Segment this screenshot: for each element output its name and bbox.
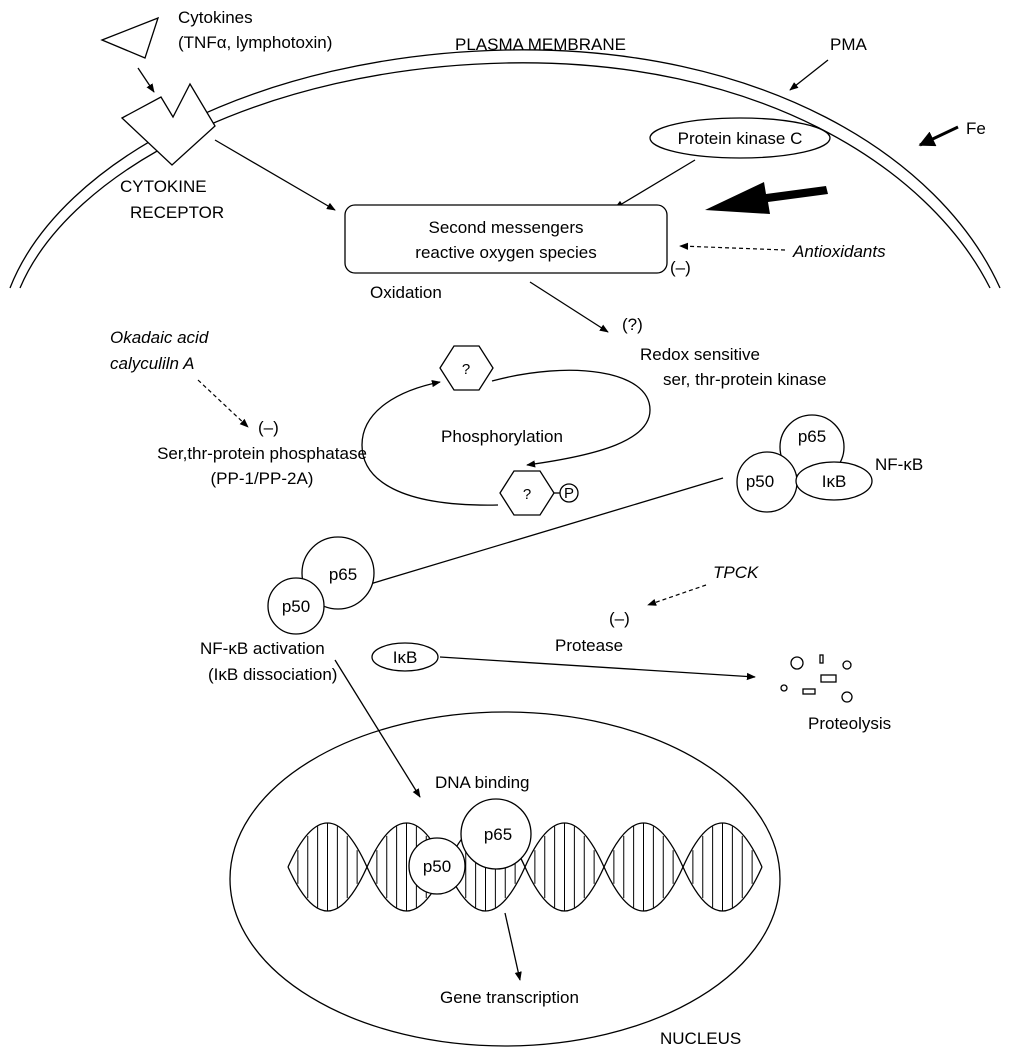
okadaic-inhibit-arrow <box>197 379 249 428</box>
p50-subunit-bound <box>408 837 466 895</box>
pma-label: PMA <box>830 35 868 54</box>
p50-active-label: p50 <box>282 597 310 616</box>
p50-subunit-active <box>267 577 325 635</box>
cytokine-to-receptor-arrow <box>137 67 155 93</box>
tpck-inhibit-arrow <box>647 584 707 606</box>
phosphorylation-label: Phosphorylation <box>441 427 563 446</box>
nucleus-label: NUCLEUS <box>660 1029 741 1048</box>
ikb-subunit <box>795 461 873 501</box>
free-ikb-label: IκB <box>393 648 418 667</box>
nucleus-envelope <box>229 711 781 1047</box>
plasma-membrane <box>9 49 1001 289</box>
cytokines-examples-label: (TNFα, lymphotoxin) <box>178 33 332 52</box>
nfkb-to-activation-arrow <box>349 477 724 592</box>
dephosphorylation-arrow <box>361 380 499 506</box>
p65-subunit-bound <box>460 798 532 870</box>
gene-transcription-label: Gene transcription <box>440 988 579 1007</box>
cytokines-label: Cytokines <box>178 8 253 27</box>
phosphorylated-substrate-mark: ? <box>523 486 531 503</box>
proteolysis-fragments <box>780 654 853 703</box>
cytokine-receptor-label-2: RECEPTOR <box>130 203 224 222</box>
second-messengers-label: Second messengers <box>429 218 584 237</box>
protein-kinase-c-ellipse <box>649 117 831 159</box>
protease-label: Protease <box>555 636 623 655</box>
free-ikb <box>371 642 439 672</box>
protease-inhibit-sign: (–) <box>609 609 630 628</box>
phosphatase-label: Ser,thr-protein phosphatase <box>157 444 367 463</box>
nuclear-translocation-arrow <box>334 659 421 798</box>
pkc-to-messengers-arrow <box>614 159 696 209</box>
phosphorylation-arrow <box>491 369 651 468</box>
phosphatase-isoforms-label: (PP-1/PP-2A) <box>211 469 314 488</box>
oxidation-label: Oxidation <box>370 283 442 302</box>
antioxidants-label: Antioxidants <box>792 242 886 261</box>
cytokine-receptor-shape <box>120 82 216 166</box>
phosphate-circle <box>559 483 579 503</box>
nfkb-inactive-complex: p65 p50 IκB <box>736 414 873 513</box>
cytokine-receptor-label: CYTOKINE <box>120 177 207 196</box>
antioxidants-inhibit-arrow <box>679 242 786 251</box>
fe-label: Fe <box>966 119 986 138</box>
pma-arrow <box>789 59 829 91</box>
fe-big-arrow <box>705 182 828 214</box>
protein-kinase-c-label: Protein kinase C <box>678 129 803 148</box>
plasma-membrane-label: PLASMA MEMBRANE <box>455 35 626 54</box>
antioxidants-inhibit-sign: (–) <box>670 258 691 277</box>
proteolysis-label: Proteolysis <box>808 714 891 733</box>
unknown-substrate-hexagon <box>439 345 494 391</box>
phosphatase-inhibit-sign: (–) <box>258 418 279 437</box>
redox-kinase-label: Redox sensitive <box>640 345 760 364</box>
nfkb-active-complex: p65 p50 <box>267 536 375 635</box>
nfkb-dna-bound-complex: p65 p50 <box>408 798 532 895</box>
nfkb-label: NF-κB <box>875 455 923 474</box>
ikb-to-proteolysis-arrow <box>439 656 756 681</box>
p50-label: p50 <box>746 472 774 491</box>
redox-kinase-label-2: ser, thr-protein kinase <box>663 370 826 389</box>
ikb-label: IκB <box>822 472 847 491</box>
okadaic-acid-label: Okadaic acid <box>110 328 209 347</box>
p65-active-label: p65 <box>329 565 357 584</box>
transcription-arrow <box>504 912 522 981</box>
p50-bound-label: p50 <box>423 857 451 876</box>
dna-binding-label: DNA binding <box>435 773 530 792</box>
receptor-to-messengers-arrow <box>214 139 336 211</box>
tpck-label: TPCK <box>713 563 759 582</box>
phosphate-label: P <box>564 485 574 502</box>
unknown-substrate-mark: ? <box>462 361 470 378</box>
p65-label: p65 <box>798 427 826 446</box>
second-messengers-box <box>344 204 668 274</box>
oxidation-arrow <box>529 281 609 333</box>
p65-bound-label: p65 <box>484 825 512 844</box>
unknown-kinase-mark: (?) <box>622 315 643 334</box>
reactive-oxygen-species-label: reactive oxygen species <box>415 243 596 262</box>
nfkb-activation-label: NF-κB activation <box>200 639 325 658</box>
ikb-dissociation-label: (IκB dissociation) <box>208 665 337 684</box>
calyculin-label: calyculiln A <box>110 354 194 373</box>
fe-arrow <box>918 125 959 147</box>
cytokine-ligand-triangle <box>100 16 160 59</box>
